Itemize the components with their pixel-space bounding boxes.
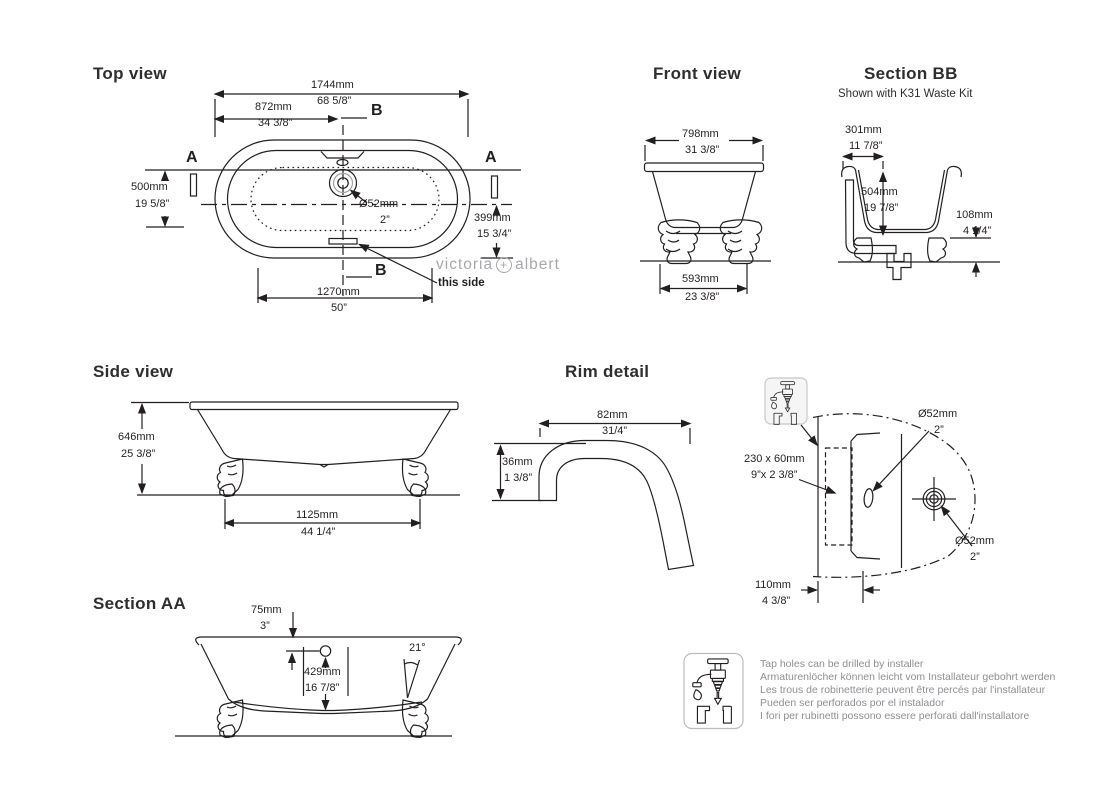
rim-detail-title: Rim detail bbox=[565, 362, 650, 381]
dim-bb-rim-mm: 301mm bbox=[845, 124, 882, 136]
tub-rim bbox=[195, 636, 462, 646]
note-es: Pueden ser perforados por el instalador bbox=[760, 697, 945, 709]
note-it: I fori per rubinetti possono essere perf… bbox=[760, 710, 1030, 722]
dim-tap-hole-bottom-in: 2” bbox=[970, 551, 980, 563]
tub-rim bbox=[643, 162, 765, 173]
dim-tap-area-in: 9”x 2 3/8” bbox=[751, 469, 798, 481]
dim-rim-width-mm: 82mm bbox=[597, 409, 628, 421]
dim-aa-offset-in: 3” bbox=[260, 620, 270, 632]
dim-half-in: 34 3/8” bbox=[258, 117, 293, 129]
faucet-badge bbox=[683, 652, 744, 730]
this-side-slot bbox=[328, 237, 358, 245]
section-letter-b-top: B bbox=[371, 102, 383, 119]
brand-logo-right: albert bbox=[515, 256, 560, 273]
front-view-title: Front view bbox=[653, 64, 742, 83]
tap-hole-detail-drawing bbox=[764, 377, 976, 603]
drain-circle bbox=[922, 487, 946, 511]
brand-logo-left: victoria bbox=[436, 256, 494, 273]
tub-basin-floor bbox=[250, 166, 440, 232]
plus-circle-icon: + bbox=[496, 257, 513, 273]
tub-body bbox=[196, 409, 452, 466]
dim-front-feet-in: 23 3/8” bbox=[685, 291, 720, 303]
side-view-drawing bbox=[131, 401, 460, 529]
dim-front-width-mm: 798mm bbox=[682, 128, 719, 140]
dim-tap-hole-top-mm: Ø52mm bbox=[918, 408, 958, 420]
dim-tap-offset-in: 4 3/8” bbox=[762, 595, 791, 607]
top-view-drawing bbox=[145, 89, 521, 303]
dim-tap-hole-bottom-mm: Ø52mm bbox=[955, 535, 995, 547]
dim-tap-area-mm: 230 x 60mm bbox=[744, 453, 805, 465]
brand-logo: victoria + albert bbox=[436, 256, 560, 274]
dim-rim-width-in: 31/4” bbox=[602, 425, 628, 437]
dim-side-feet-in: 44 1/4” bbox=[301, 526, 336, 538]
dim-side-height-in: 25 3/8” bbox=[121, 448, 156, 460]
rim-notch bbox=[320, 151, 365, 159]
dim-width-left-mm: 500mm bbox=[131, 181, 168, 193]
section-letter-b-bottom: B bbox=[375, 262, 387, 279]
dim-bb-clearance-in: 4 1/4” bbox=[963, 225, 992, 237]
dim-side-height-mm: 646mm bbox=[118, 431, 155, 443]
dim-length-mm: 1744mm bbox=[311, 79, 354, 91]
front-view-drawing bbox=[640, 136, 771, 294]
dim-drain-in: 2” bbox=[380, 214, 390, 226]
dim-drain-mm: Ø52mm bbox=[359, 198, 399, 210]
dim-bb-depth-in: 19 7/8” bbox=[864, 202, 899, 214]
section-bb-subtitle: Shown with K31 Waste Kit bbox=[838, 88, 973, 100]
tub-end-outline bbox=[812, 413, 976, 578]
this-side-label: this side bbox=[438, 277, 485, 289]
dim-aa-depth-in: 16 7/8” bbox=[305, 682, 340, 694]
waste-trap bbox=[886, 252, 912, 281]
dim-rim-thickness-in: 1 3/8” bbox=[504, 472, 533, 484]
section-bb-drawing bbox=[838, 152, 1000, 281]
dim-aa-depth-mm: 429mm bbox=[304, 666, 341, 678]
dim-tap-offset-mm: 110mm bbox=[755, 579, 791, 591]
dim-width-right-mm: 399mm bbox=[474, 212, 511, 224]
side-view-title: Side view bbox=[93, 362, 174, 381]
note-fr: Les trous de robinetterie peuvent être p… bbox=[760, 684, 1046, 696]
section-bb-title: Section BB bbox=[864, 64, 958, 83]
dim-bb-depth-mm: 504mm bbox=[861, 186, 898, 198]
dim-width-right-in: 15 3/4” bbox=[477, 228, 512, 240]
dim-half-mm: 872mm bbox=[255, 101, 292, 113]
tub-section-outline bbox=[841, 165, 962, 234]
section-a-marker-right bbox=[490, 175, 499, 199]
dim-tap-hole-top-in: 2” bbox=[934, 424, 944, 436]
section-letter-a-right: A bbox=[485, 149, 497, 166]
note-en: Tap holes can be drilled by installer bbox=[760, 658, 924, 670]
tap-drill-zone bbox=[824, 447, 853, 546]
drain-circle bbox=[328, 168, 358, 198]
note-de: Armaturenlöcher können leicht vom Instal… bbox=[760, 671, 1056, 683]
section-aa-drawing bbox=[175, 612, 462, 739]
tap-hole-position bbox=[319, 645, 332, 657]
overflow-hole bbox=[336, 158, 349, 167]
section-aa-title: Section AA bbox=[93, 594, 187, 613]
dim-aa-offset-mm: 75mm bbox=[251, 604, 282, 616]
dim-length-in: 68 5/8” bbox=[317, 95, 352, 107]
dim-width-left-in: 19 5/8” bbox=[135, 198, 170, 210]
dim-bb-rim-in: 11 7/8” bbox=[849, 140, 883, 152]
rim-cross-section bbox=[538, 439, 695, 571]
dim-bb-clearance-mm: 108mm bbox=[956, 209, 993, 221]
dim-base-mm: 1270mm bbox=[317, 286, 360, 298]
dim-side-feet-mm: 1125mm bbox=[296, 509, 338, 521]
dim-aa-angle: 21° bbox=[409, 642, 426, 654]
tub-rim bbox=[189, 401, 459, 411]
installer-notes: Tap holes can be drilled by installer Ar… bbox=[760, 658, 1055, 723]
dim-front-feet-mm: 593mm bbox=[682, 273, 719, 285]
dim-front-width-in: 31 3/8” bbox=[685, 144, 720, 156]
section-a-marker-left bbox=[189, 173, 198, 197]
notes-icon bbox=[683, 652, 744, 730]
top-view-title: Top view bbox=[93, 64, 167, 83]
claw-foot bbox=[853, 237, 873, 263]
section-letter-a-left: A bbox=[186, 149, 198, 166]
dim-rim-thickness-mm: 36mm bbox=[502, 456, 533, 468]
tap-hole bbox=[863, 488, 874, 508]
tub-body bbox=[651, 171, 757, 229]
dim-base-in: 50” bbox=[331, 302, 347, 314]
claw-foot bbox=[927, 237, 947, 263]
rim-detail-drawing bbox=[492, 419, 695, 571]
